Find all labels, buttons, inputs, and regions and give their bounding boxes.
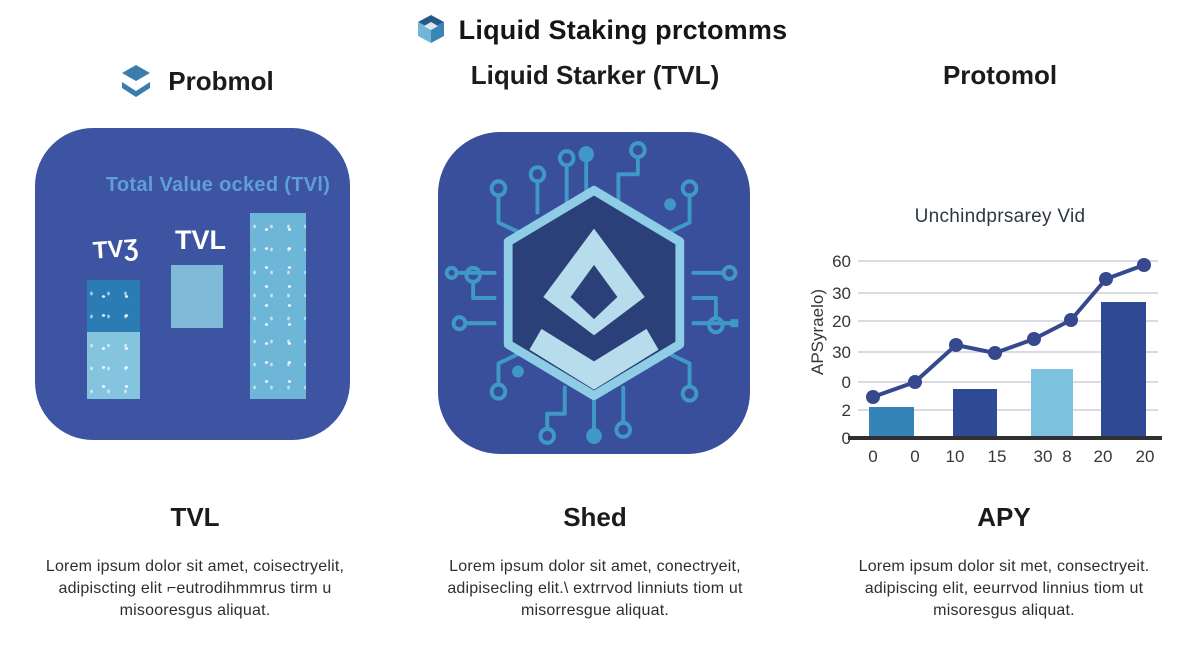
section-heading-tvl: TVL: [170, 502, 220, 532]
layers-icon: [122, 65, 151, 97]
svg-text:30: 30: [832, 343, 851, 362]
header-left: Probmol: [15, 60, 375, 102]
svg-text:20: 20: [832, 312, 851, 331]
header-middle-label: Liquid Starker (TVL): [470, 60, 720, 90]
header-right: Protomol: [820, 60, 1180, 91]
tvl-card-title: Total Value ocked (TVl): [105, 174, 331, 196]
svg-text:30: 30: [1034, 447, 1053, 466]
svg-text:0: 0: [868, 447, 877, 466]
body-text-right: Lorem ipsum dolor sit met, consectryeit.…: [858, 558, 1150, 619]
tvl-card: Total Value ocked (TVl) TVƷ TVL: [35, 128, 350, 440]
svg-text:30: 30: [832, 284, 851, 303]
page-title-row: Liquid Staking prctomms: [0, 12, 1200, 48]
svg-text:0: 0: [910, 447, 919, 466]
section-heading-shed: Shed: [563, 502, 627, 532]
header-middle: Liquid Starker (TVL): [415, 60, 775, 91]
staking-card: [438, 132, 750, 454]
svg-text:8: 8: [1062, 447, 1071, 466]
bar-label-tvl: TVL: [175, 225, 226, 255]
svg-text:0: 0: [842, 373, 851, 392]
body-text-left: Lorem ipsum dolor sit amet, coisectryeli…: [45, 558, 345, 619]
section-heading-apy: APY: [977, 502, 1031, 532]
bar-label-tvz: TVƷ: [92, 234, 140, 265]
svg-text:15: 15: [988, 447, 1007, 466]
svg-text:0: 0: [842, 429, 851, 448]
svg-text:10: 10: [946, 447, 965, 466]
body-text-middle: Lorem ipsum dolor sit amet, conectryeit,…: [447, 558, 743, 619]
chart-title: Unchindprsarey Vid: [914, 206, 1086, 227]
page-title: Liquid Staking prctomms: [458, 14, 788, 45]
header-right-label: Protomol: [942, 60, 1058, 90]
svg-text:60: 60: [832, 252, 851, 271]
header-left-label: Probmol: [168, 65, 274, 96]
svg-text:20: 20: [1136, 447, 1155, 466]
cube-logo-icon: [417, 15, 444, 43]
circuit-hexagon-icon: [444, 141, 739, 445]
svg-text:2: 2: [842, 401, 851, 420]
svg-text:20: 20: [1094, 447, 1113, 466]
